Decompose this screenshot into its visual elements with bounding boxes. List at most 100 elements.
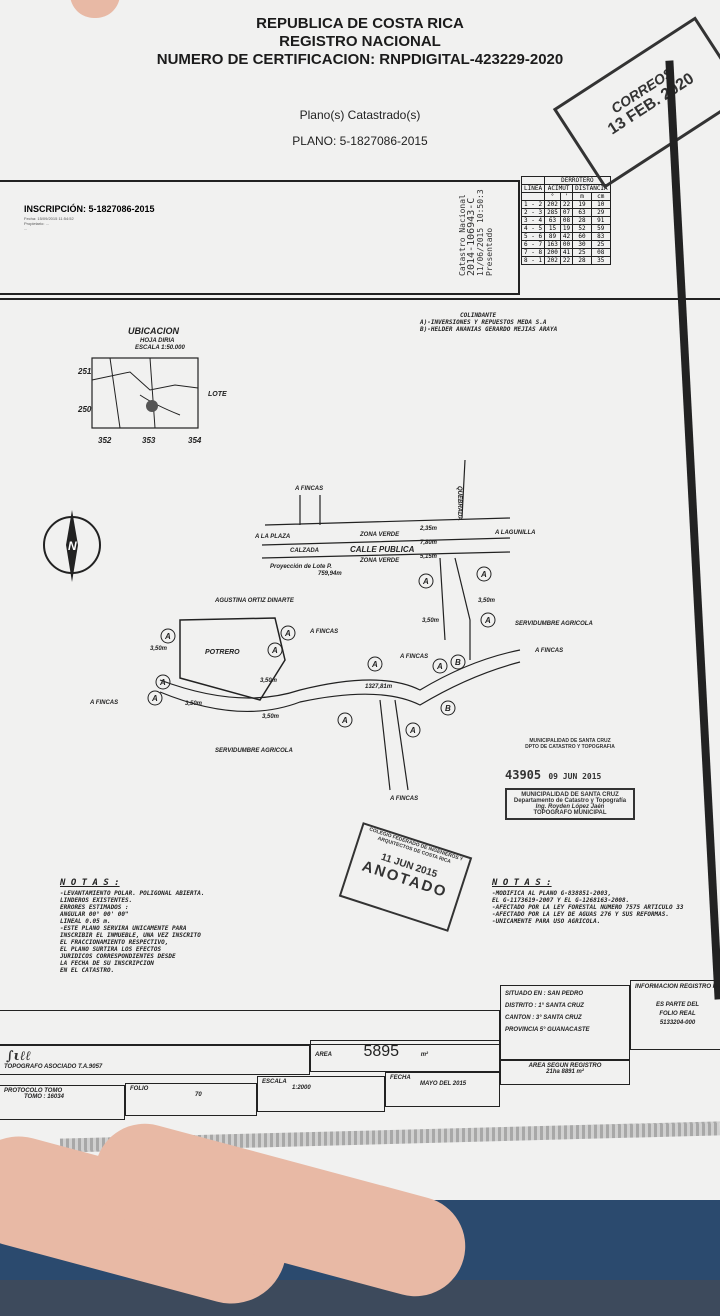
colindante-marker-letter: A — [164, 632, 171, 641]
plano-number: PLANO: 5-1827086-2015 — [292, 134, 428, 148]
map-coord: 354 — [188, 436, 202, 445]
table-cell: 5 - 6 — [520, 232, 546, 241]
colindante-marker — [147, 690, 163, 706]
table-cell: 89 — [544, 232, 561, 241]
surveyor-label: TOPOGRAFO ASOCIADO T.A.9057 — [4, 1064, 103, 1070]
situado: SITUADO EN : SAN PEDRO — [505, 991, 584, 997]
table-cell: 4 - 5 — [520, 224, 546, 233]
label-zona-verde: ZONA VERDE — [359, 558, 400, 564]
note-line: -UNICAMENTE PARA USO AGRICOLA. — [492, 918, 601, 925]
notes-right: N O T A S : -MODIFICA AL PLANO G-838851-… — [492, 878, 684, 926]
divider — [0, 298, 720, 300]
colindante-marker-letter: A — [409, 726, 416, 735]
stamp-line: MUNICIPALIDAD DE SANTA CRUZ — [521, 792, 619, 798]
catastro-line: 2014-106943-C — [466, 197, 477, 276]
escala-cell: ESCALA 1:2000 — [257, 1076, 385, 1112]
certification-number: NUMERO DE CERTIFICACION: RNPDIGITAL-4232… — [156, 51, 564, 68]
area-cell: AREA 5895 m² — [310, 1040, 500, 1072]
label-width: 7,80m — [420, 540, 438, 546]
folio-value: 70 — [195, 1092, 202, 1098]
fecha-value: MAYO DEL 2015 — [420, 1081, 467, 1087]
table-cell: 07 — [559, 208, 574, 217]
area-registro-value: 21ha 8891 m² — [546, 1069, 584, 1075]
inscription-detail: Propietario: ... — [24, 221, 49, 226]
colindante-b: B)-HELDER ANANIAS GERARDO MEJIAS ARAYA — [420, 326, 558, 333]
table-cell: 2 - 3 — [520, 208, 546, 217]
info-line: 5133204-000 — [659, 1020, 696, 1026]
colindante-marker — [405, 722, 421, 738]
table-cell: 202 — [544, 200, 561, 209]
table-cell: 22 — [559, 256, 574, 265]
stamp-line: TOPOGRAFO MUNICIPAL — [533, 810, 607, 816]
municipal-stamp: MUNICIPALIDAD DE SANTA CRUZ DPTO DE CATA… — [505, 738, 635, 846]
label-servidumbre: SERVIDUMBRE AGRICOLA — [515, 621, 593, 627]
note-line: ANGULAR 00° 00' 00" — [60, 911, 129, 918]
note-line: LA FECHA DE SU INSCRIPCION — [60, 960, 154, 967]
location-cell: SITUADO EN : SAN PEDRO DISTRITO : 1° SAN… — [500, 985, 630, 1060]
label-width: 2,35m — [419, 526, 438, 532]
colindante-marker — [440, 700, 456, 716]
colindante-title: COLINDANTE — [460, 312, 497, 319]
catastro-line: 11/06/2015 10:50:3 — [476, 189, 485, 276]
table-cell: 41 — [559, 248, 574, 257]
table-cell: 202 — [544, 256, 561, 265]
area-registro-label: AREA SEGUN REGISTRO — [528, 1063, 602, 1069]
colindante-marker-letter: A — [371, 660, 378, 669]
label-a-fincas: A FINCAS — [399, 654, 428, 660]
note-line: INSCRIBIR EL INMUEBLE, UNA VEZ INSCRITO — [60, 932, 201, 939]
note-line: LINDEROS EXISTENTES. — [60, 897, 133, 904]
folio-cell: FOLIO 70 — [125, 1083, 257, 1116]
label-a-fincas: A FINCAS — [389, 796, 418, 802]
colindante-marker-letter: B — [455, 658, 461, 667]
label-servidumbre: SERVIDUMBRE AGRICOLA — [215, 748, 293, 754]
note-line: -AFECTADO POR LA LEY FORESTAL NUMERO 757… — [492, 904, 684, 911]
folio-label: FOLIO — [130, 1086, 149, 1092]
colindante-marker — [155, 674, 171, 690]
label-distance: 3,50m — [262, 714, 280, 720]
colindante-marker — [280, 625, 296, 641]
info-title: INFORMACION REGISTRO PUB — [635, 984, 720, 990]
stamp-line: Departamento de Catastro y Topografía — [513, 798, 627, 804]
note-line: -LEVANTAMIENTO POLAR. POLIGONAL ABIERTA. — [60, 890, 205, 897]
finger-top — [70, 0, 120, 18]
colindante-a: A)-INVERSIONES Y REPUESTOS MEDA S.A — [420, 319, 547, 326]
map-lot: LOTE — [208, 391, 227, 398]
colindante-marker — [367, 656, 383, 672]
colindante-marker-letter: A — [284, 629, 291, 638]
inscription-details: Fecha: 15/09/2015 11:54:52 Propietario: … — [24, 216, 74, 231]
table-cell: 08 — [590, 248, 611, 257]
document-page: REPUBLICA DE COSTA RICA REGISTRO NACIONA… — [0, 0, 720, 1200]
notes-title: N O T A S : — [492, 878, 552, 888]
area-unit: m² — [420, 1052, 429, 1058]
table-cell: 52 — [572, 224, 592, 233]
note-line: LINEAL 0.05 m. — [60, 918, 111, 925]
colindante-marker-letter: A — [480, 570, 487, 579]
colindante-marker-letter: A — [484, 616, 491, 625]
location-map: UBICACION HOJA DIRIA ESCALA 1:50.000 251… — [77, 326, 227, 445]
canton: CANTON : 3° SANTA CRUZ — [505, 1015, 582, 1021]
colindante-marker-letter: B — [445, 704, 451, 713]
table-cell: 1 - 2 — [520, 200, 546, 209]
colindante-marker — [337, 712, 353, 728]
label-distance: 3,50m — [422, 618, 440, 624]
unit: m — [572, 192, 592, 201]
stamp-line: DPTO DE CATASTRO Y TOPOGRAFIA — [525, 744, 615, 750]
label-a-fincas: A FINCAS — [294, 486, 323, 492]
area-value: 5895 — [363, 1043, 400, 1060]
note-line: EL G-1173619-2007 Y EL G-1268163-2008. — [492, 897, 630, 904]
label-distance: 3,50m — [185, 701, 203, 707]
title-empty-cell — [0, 1010, 500, 1045]
label-distance: 3,50m — [150, 646, 168, 652]
table-cell: 19 — [559, 224, 574, 233]
fecha-label: FECHA — [390, 1075, 411, 1081]
table-cell: 200 — [544, 248, 561, 257]
table-cell: 29 — [590, 208, 611, 217]
note-line: JURIDICOS CORRESPONDIENTES DESDE — [60, 953, 176, 960]
colindante-marker — [267, 642, 283, 658]
stamp-number-row: 43905 09 JUN 2015 — [505, 768, 635, 782]
table-cell: 63 — [544, 216, 561, 225]
label-a-lagunilla: A LAGUNILLA — [494, 530, 535, 536]
